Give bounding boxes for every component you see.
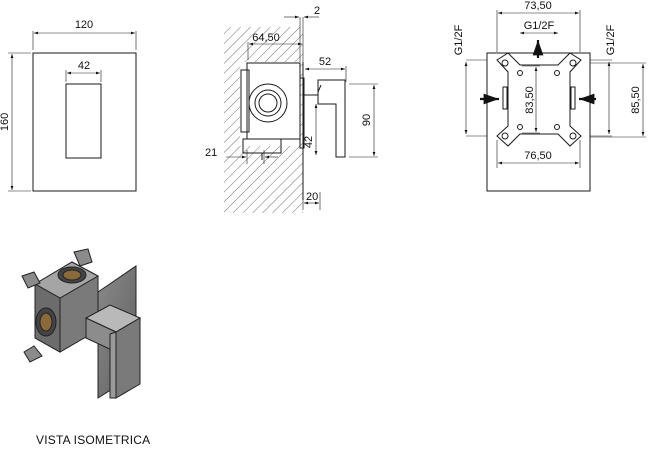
dim-bottom-offset: 21 xyxy=(205,147,217,159)
dim-side-handle-width: 42 xyxy=(303,136,315,148)
dim-front-handle-width: 42 xyxy=(78,60,90,72)
dim-front-width: 120 xyxy=(75,19,93,31)
dim-cover-thickness: 20 xyxy=(306,191,318,203)
port-right-label: G1/2F xyxy=(605,24,617,55)
mounting-frame xyxy=(496,52,582,147)
dim-rear-bottom-width: 76,50 xyxy=(524,150,552,162)
dim-rear-inner-height: 83,50 xyxy=(524,86,536,114)
side-handle xyxy=(317,79,346,158)
dim-body-depth: 64,50 xyxy=(252,32,280,44)
front-handle xyxy=(65,83,102,159)
inlet-ring-outer xyxy=(248,83,288,123)
dim-front-height: 160 xyxy=(0,113,11,131)
isometric-view-caption: VISTA ISOMETRICA xyxy=(36,433,151,447)
dim-rear-top-width: 73,50 xyxy=(524,0,552,12)
dim-wall-offset: 2 xyxy=(314,5,320,17)
port-left-label: G1/2F xyxy=(453,24,465,55)
dim-handle-height: 90 xyxy=(361,114,373,126)
front-view: 120 42 160 xyxy=(0,19,137,192)
isometric-view xyxy=(21,248,142,399)
dim-rear-outer-height: 85,50 xyxy=(630,86,642,114)
rear-view: 73,50 G1/2F G1/2F G1/2F 83,50 xyxy=(453,0,646,192)
dim-handle-projection: 52 xyxy=(319,56,331,68)
front-plate xyxy=(32,52,137,192)
port-center-label: G1/2F xyxy=(524,20,555,32)
side-view: 2 64,50 52 90 42 21 20 xyxy=(205,5,378,213)
rear-plate xyxy=(486,52,591,192)
